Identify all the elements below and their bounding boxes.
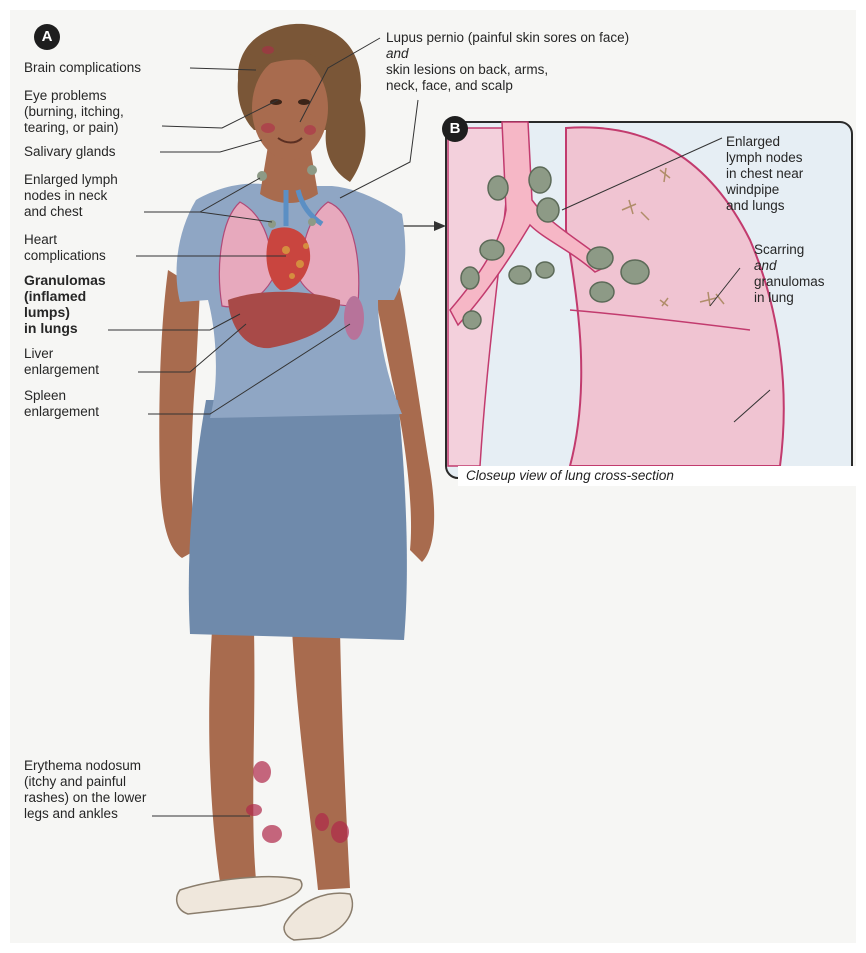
- panel-b-badge: B: [442, 116, 468, 142]
- label-spleen-line2: enlargement: [24, 404, 99, 420]
- label-heart-line1: Heart: [24, 232, 57, 248]
- label-erythema-line3: rashes) on the lower: [24, 790, 146, 806]
- panel-a-badge: A: [34, 24, 60, 50]
- label-erythema-line1: Erythema nodosum: [24, 758, 141, 774]
- closeup-caption: Closeup view of lung cross-section: [458, 466, 862, 486]
- label-erythema-line4: legs and ankles: [24, 806, 118, 822]
- label-liver-line2: enlargement: [24, 362, 99, 378]
- label-scarring-line1: Scarring: [754, 242, 804, 258]
- label-lymph-line3: and chest: [24, 204, 83, 220]
- label-granulomas-line1: Granulomas: [24, 272, 106, 288]
- label-liver-line1: Liver: [24, 346, 53, 362]
- label-eye-line2: (burning, itching,: [24, 104, 124, 120]
- label-scarring-line4: in lung: [754, 290, 794, 306]
- label-chest-nodes-line2: lymph nodes: [726, 150, 803, 166]
- label-spleen-line1: Spleen: [24, 388, 66, 404]
- label-erythema-line2: (itchy and painful: [24, 774, 126, 790]
- label-brain-complications: Brain complications: [24, 60, 141, 76]
- label-lymph-line1: Enlarged lymph: [24, 172, 118, 188]
- label-scarring-and: and: [754, 258, 777, 273]
- label-lupus-line2: and: [386, 46, 409, 62]
- label-granulomas-line3: lumps): [24, 304, 70, 320]
- label-granulomas-line2: (inflamed: [24, 288, 86, 304]
- label-lymph-line2: nodes in neck: [24, 188, 107, 204]
- label-eye-line1: Eye problems: [24, 88, 107, 104]
- label-chest-nodes-line4: windpipe: [726, 182, 779, 198]
- person: [159, 24, 434, 940]
- label-scarring-line2: and: [754, 258, 777, 274]
- sarcoidosis-figure: A B Brain complications Eye problems (bu…: [10, 10, 856, 943]
- label-lupus-and: and: [386, 46, 409, 61]
- label-salivary-glands: Salivary glands: [24, 144, 116, 160]
- label-scarring-line3: granulomas: [754, 274, 825, 290]
- label-eye-line3: tearing, or pain): [24, 120, 119, 136]
- label-chest-nodes-line3: in chest near: [726, 166, 803, 182]
- label-heart-line2: complications: [24, 248, 106, 264]
- label-lupus-line3: skin lesions on back, arms,: [386, 62, 548, 78]
- label-lupus-line4: neck, face, and scalp: [386, 78, 513, 94]
- label-chest-nodes-line1: Enlarged: [726, 134, 780, 150]
- label-granulomas-line4: in lungs: [24, 320, 78, 336]
- label-lupus-line1: Lupus pernio (painful skin sores on face…: [386, 30, 629, 46]
- label-chest-nodes-line5: and lungs: [726, 198, 785, 214]
